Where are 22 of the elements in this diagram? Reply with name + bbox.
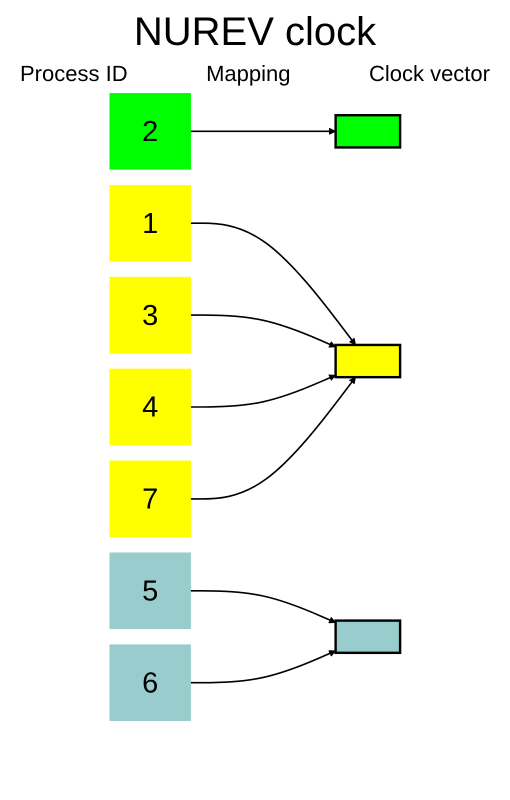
node-box bbox=[334, 344, 402, 378]
arrow bbox=[190, 650, 336, 684]
node-box bbox=[334, 114, 402, 149]
diagram-title: NUREV clock bbox=[132, 10, 378, 55]
arrow bbox=[190, 314, 336, 348]
node-box bbox=[110, 184, 191, 262]
diagram-drawing: 2 1 3 4 7 5 6 bbox=[0, 87, 510, 727]
node-box bbox=[110, 644, 191, 721]
arrow bbox=[190, 376, 356, 500]
node-box bbox=[110, 276, 191, 354]
node-box bbox=[110, 368, 191, 446]
node-box bbox=[110, 552, 191, 630]
annotation-label: Mapping bbox=[206, 61, 290, 87]
annotation-label: Clock vector bbox=[368, 61, 490, 87]
node-box bbox=[110, 93, 191, 170]
arrow bbox=[190, 590, 336, 624]
node-box bbox=[110, 460, 191, 538]
arrow bbox=[190, 128, 336, 135]
annotation-label: Process ID bbox=[20, 61, 128, 87]
arrow bbox=[190, 222, 356, 346]
node-box bbox=[334, 619, 402, 654]
arrow bbox=[190, 374, 336, 408]
